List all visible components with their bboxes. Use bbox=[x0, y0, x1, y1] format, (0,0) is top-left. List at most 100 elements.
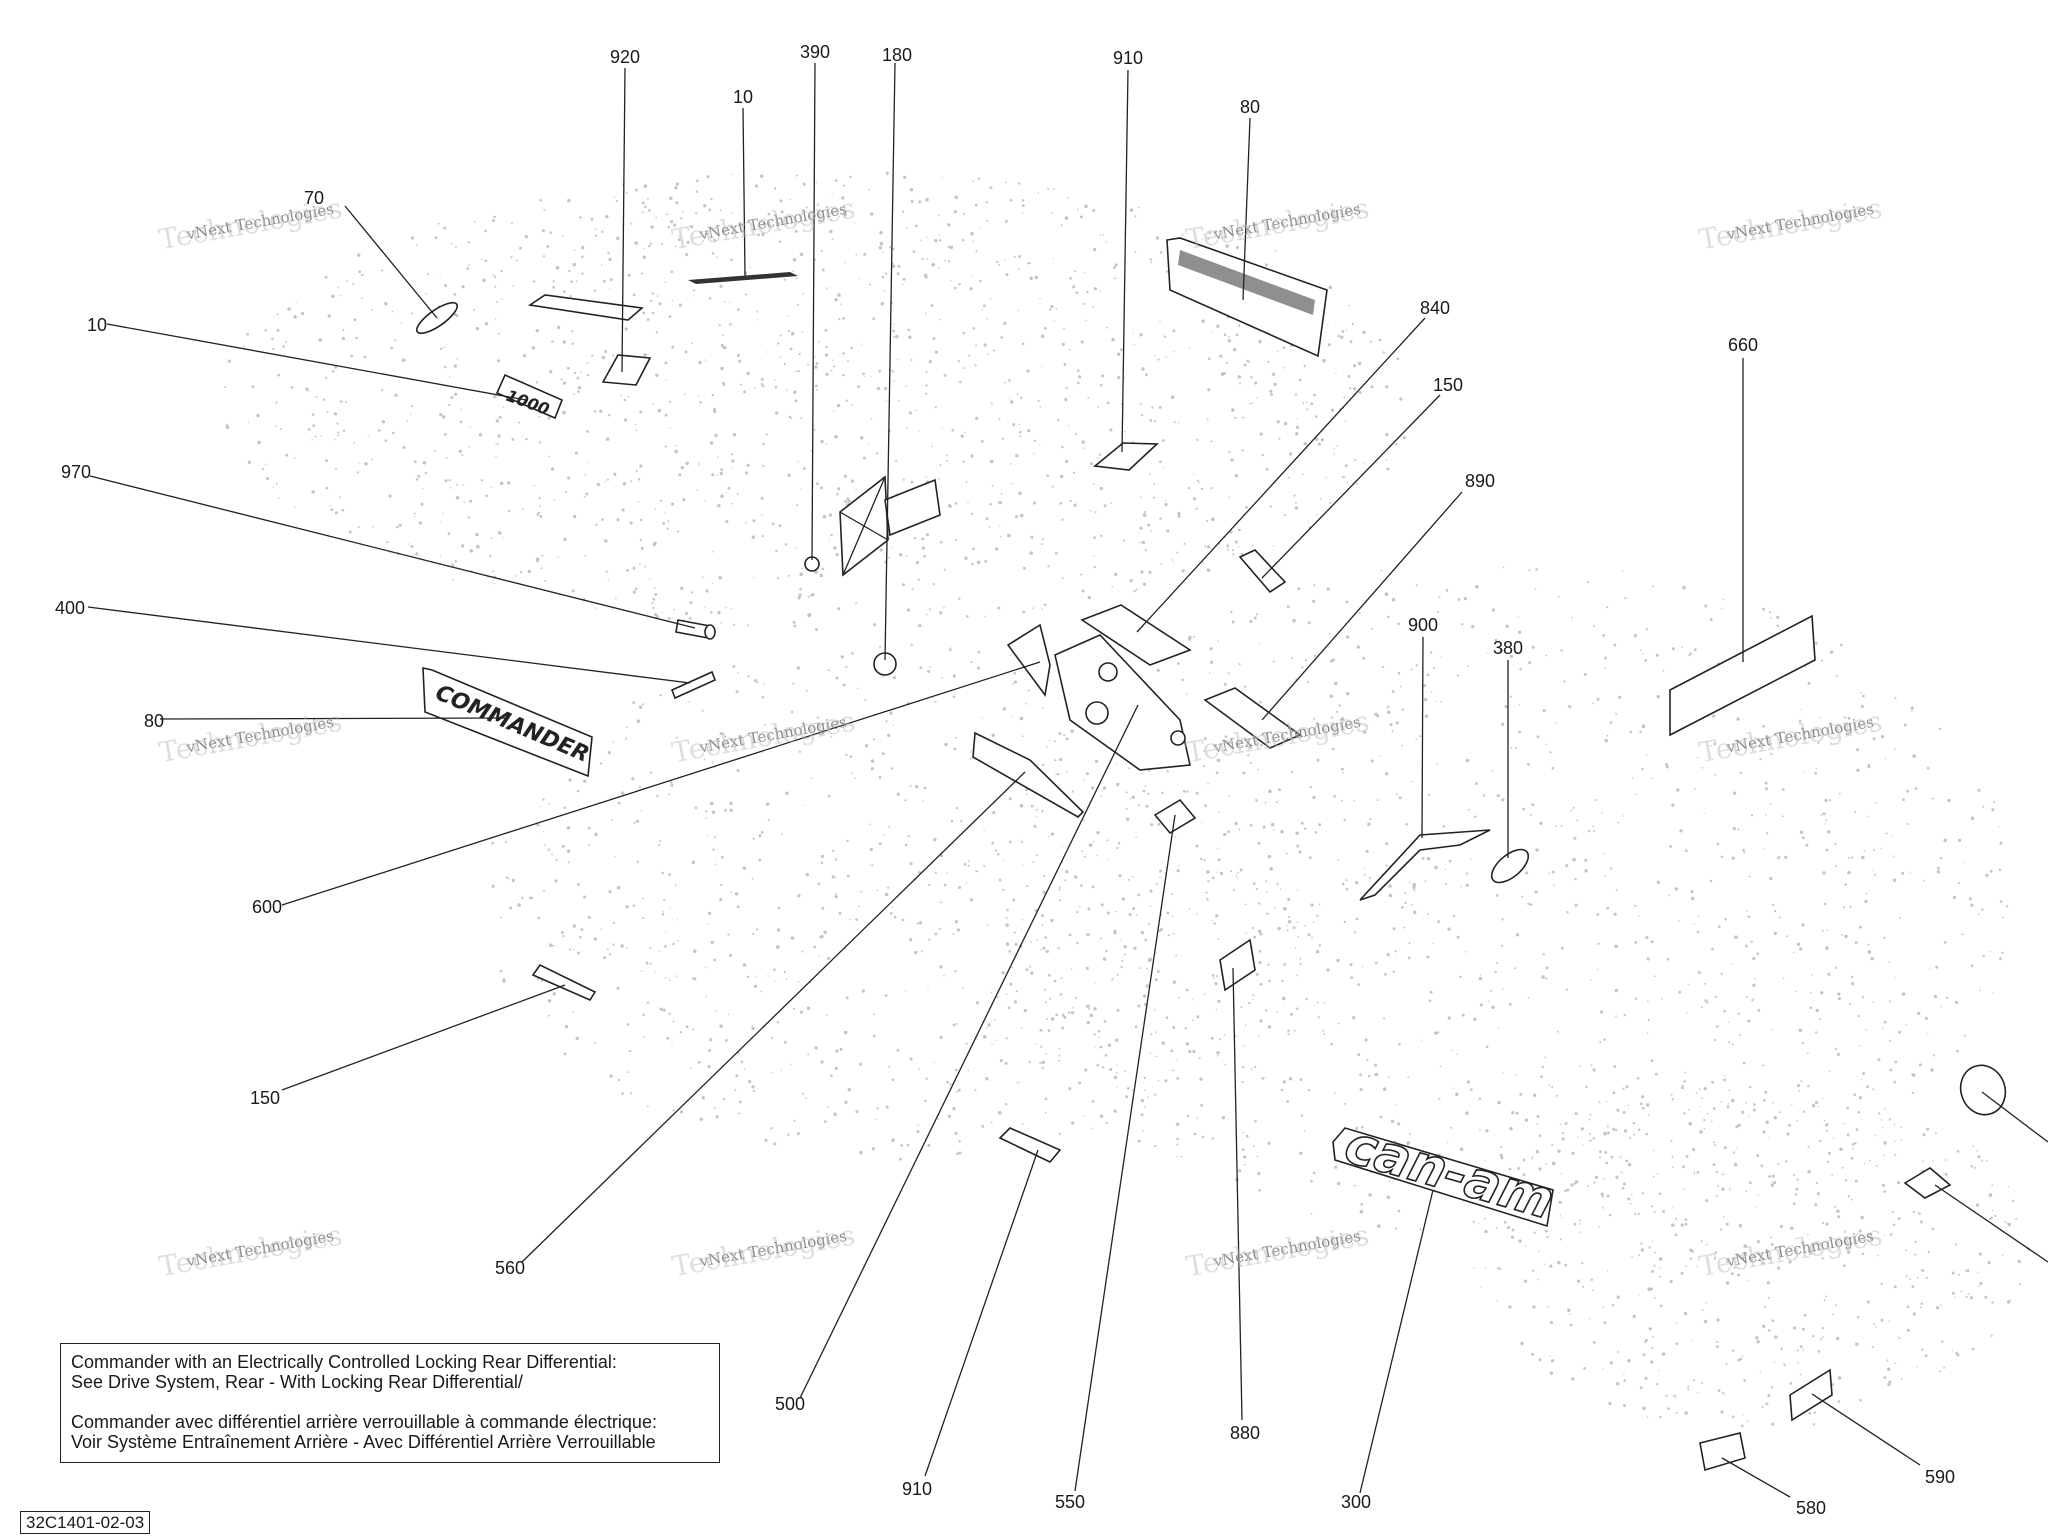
callout-390[interactable]: 390 bbox=[799, 42, 831, 62]
ghost-speck bbox=[1298, 850, 1302, 854]
decal-10-badge[interactable] bbox=[495, 373, 564, 420]
callout-10-top[interactable]: 10 bbox=[732, 87, 754, 107]
ghost-speck bbox=[1721, 1187, 1725, 1191]
callout-400[interactable]: 400 bbox=[54, 598, 86, 618]
decal-600-panel[interactable] bbox=[1006, 623, 1051, 697]
decal-880-small[interactable] bbox=[1219, 938, 1256, 992]
decal-150a-strip[interactable] bbox=[1238, 549, 1287, 594]
callout-500[interactable]: 500 bbox=[774, 1394, 806, 1414]
callout-150-top[interactable]: 150 bbox=[1432, 375, 1464, 395]
callout-840[interactable]: 840 bbox=[1419, 298, 1451, 318]
ghost-speck bbox=[911, 588, 914, 591]
ghost-speck bbox=[1822, 1221, 1825, 1225]
ghost-speck bbox=[1506, 1225, 1511, 1230]
ghost-speck bbox=[1781, 788, 1785, 791]
ghost-speck bbox=[667, 617, 671, 620]
decal-80-commander[interactable] bbox=[422, 666, 593, 778]
decal-emblem-round[interactable] bbox=[1954, 1059, 2012, 1121]
ghost-speck bbox=[522, 508, 524, 511]
ghost-speck bbox=[805, 872, 810, 877]
callout-920[interactable]: 920 bbox=[609, 47, 641, 67]
callout-150-bottom[interactable]: 150 bbox=[249, 1088, 281, 1108]
ghost-speck bbox=[873, 623, 877, 627]
decal-300-logo[interactable] bbox=[1332, 1127, 1554, 1228]
ghost-speck bbox=[643, 1036, 646, 1038]
ghost-speck bbox=[348, 530, 352, 534]
callout-10-left[interactable]: 10 bbox=[86, 315, 108, 335]
ghost-speck bbox=[1844, 934, 1848, 939]
ghost-speck bbox=[1479, 1129, 1481, 1131]
decal-590-tag[interactable] bbox=[1789, 1368, 1833, 1422]
ghost-speck bbox=[1782, 815, 1784, 818]
ghost-speck bbox=[1345, 887, 1349, 891]
ghost-speck bbox=[1538, 1167, 1542, 1171]
ghost-speck bbox=[842, 352, 845, 355]
callout-600[interactable]: 600 bbox=[251, 897, 283, 917]
ghost-speck bbox=[1645, 1103, 1650, 1107]
decal-910a[interactable] bbox=[1093, 442, 1159, 471]
callout-660[interactable]: 660 bbox=[1727, 335, 1759, 355]
ghost-speck bbox=[1312, 717, 1316, 720]
callout-560[interactable]: 560 bbox=[494, 1258, 526, 1278]
callout-80-top[interactable]: 80 bbox=[1239, 97, 1261, 117]
ghost-speck bbox=[710, 611, 713, 614]
ghost-speck bbox=[1837, 992, 1841, 996]
ghost-speck bbox=[300, 311, 305, 316]
callout-890[interactable]: 890 bbox=[1464, 471, 1496, 491]
ghost-speck bbox=[491, 841, 494, 845]
decal-660-label[interactable] bbox=[1669, 614, 1816, 737]
decal-400-strip[interactable] bbox=[670, 670, 717, 700]
callout-910-top[interactable]: 910 bbox=[1112, 48, 1144, 68]
callout-380[interactable]: 380 bbox=[1492, 638, 1524, 658]
ghost-speck bbox=[1298, 378, 1302, 382]
ghost-speck bbox=[1656, 1173, 1659, 1175]
decal-890-panel[interactable] bbox=[1203, 687, 1302, 749]
decal-920-small[interactable] bbox=[601, 354, 652, 386]
ghost-speck bbox=[668, 793, 671, 796]
callout-880[interactable]: 880 bbox=[1229, 1423, 1261, 1443]
decal-900-curve[interactable] bbox=[1359, 829, 1491, 901]
callout-900[interactable]: 900 bbox=[1407, 615, 1439, 635]
callout-180[interactable]: 180 bbox=[881, 45, 913, 65]
decal-80-panel-band[interactable] bbox=[1178, 250, 1315, 315]
ghost-speck bbox=[1259, 1019, 1263, 1023]
callout-580[interactable]: 580 bbox=[1795, 1498, 1827, 1518]
ghost-speck bbox=[1320, 438, 1325, 442]
callout-70[interactable]: 70 bbox=[303, 188, 325, 208]
ghost-speck bbox=[576, 376, 580, 380]
ghost-speck bbox=[745, 293, 747, 296]
decal-500-strip[interactable] bbox=[972, 731, 1085, 818]
callout-550[interactable]: 550 bbox=[1054, 1492, 1086, 1512]
decal-right-label[interactable] bbox=[1903, 1167, 1952, 1199]
ghost-speck bbox=[1299, 957, 1302, 960]
ghost-speck bbox=[1057, 947, 1060, 950]
ghost-speck bbox=[814, 384, 818, 388]
ghost-speck bbox=[672, 1109, 675, 1112]
ghost-speck bbox=[1261, 453, 1264, 457]
decal-580-tag[interactable] bbox=[1699, 1432, 1746, 1472]
decal-920-strip[interactable] bbox=[527, 294, 644, 321]
ghost-speck bbox=[1198, 481, 1200, 484]
decal-10-stripe[interactable] bbox=[688, 272, 798, 284]
ghost-speck bbox=[1769, 611, 1772, 614]
decal-180-label[interactable] bbox=[884, 478, 941, 537]
ghost-speck bbox=[1126, 817, 1130, 821]
decal-150b-strip[interactable] bbox=[531, 963, 597, 1002]
ghost-speck bbox=[1021, 199, 1025, 202]
ghost-speck bbox=[1655, 653, 1659, 657]
callout-80-left[interactable]: 80 bbox=[143, 711, 165, 731]
ghost-speck bbox=[1740, 1110, 1745, 1114]
decal-560-shape[interactable] bbox=[1054, 634, 1191, 771]
decal-380-oval[interactable] bbox=[1486, 843, 1534, 888]
ghost-speck bbox=[1141, 540, 1146, 545]
callout-910-bottom[interactable]: 910 bbox=[901, 1479, 933, 1499]
ghost-speck bbox=[1047, 565, 1050, 568]
decal-910b[interactable] bbox=[998, 1127, 1062, 1163]
ghost-speck bbox=[525, 437, 528, 441]
ghost-speck bbox=[671, 299, 674, 302]
ghost-speck bbox=[1221, 1115, 1226, 1120]
callout-590[interactable]: 590 bbox=[1924, 1467, 1956, 1487]
callout-300[interactable]: 300 bbox=[1340, 1492, 1372, 1512]
decal-840-panel[interactable] bbox=[1080, 604, 1192, 666]
callout-970[interactable]: 970 bbox=[60, 462, 92, 482]
